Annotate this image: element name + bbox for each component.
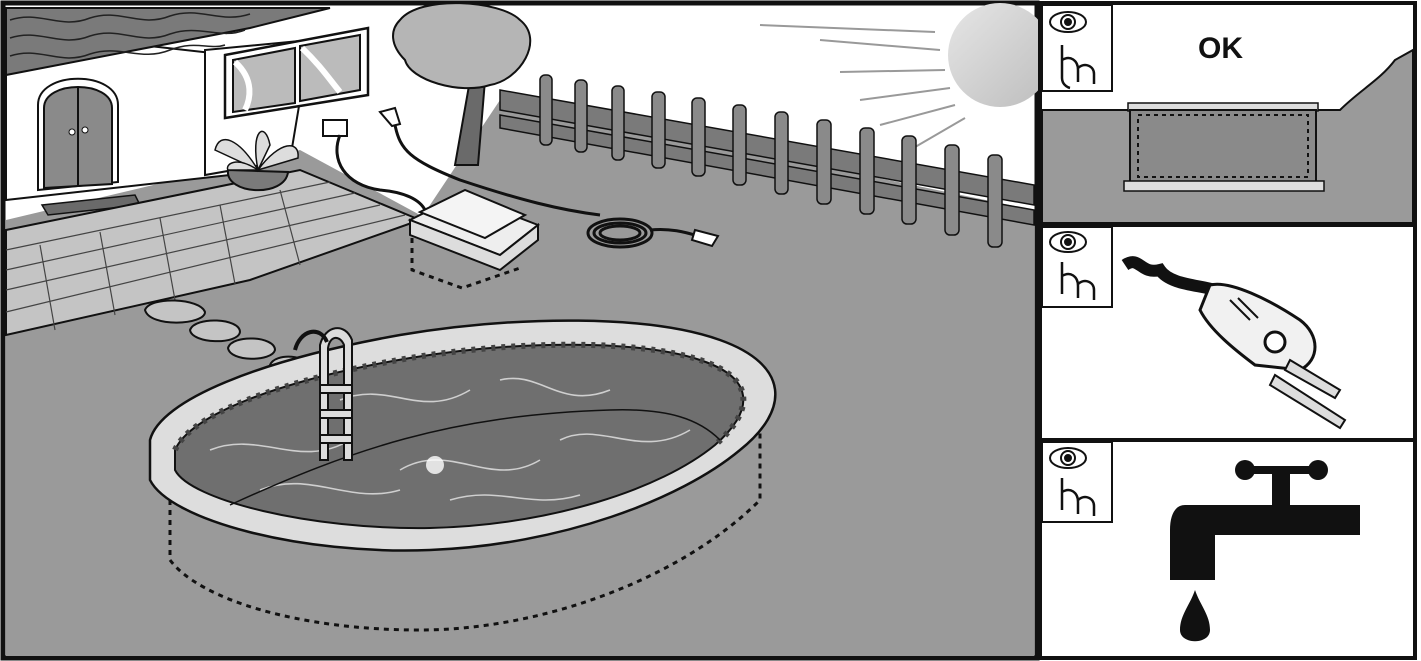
- eye-and-hand-icon: [1042, 5, 1112, 91]
- main-scene: [3, 3, 1052, 658]
- eye-and-hand-icon: [1042, 442, 1112, 522]
- ok-label: OK: [1198, 32, 1243, 65]
- eye-and-hand-icon: [1042, 227, 1112, 307]
- level-ground-pool-icon: [1124, 103, 1324, 191]
- wall-socket-icon: [323, 120, 347, 136]
